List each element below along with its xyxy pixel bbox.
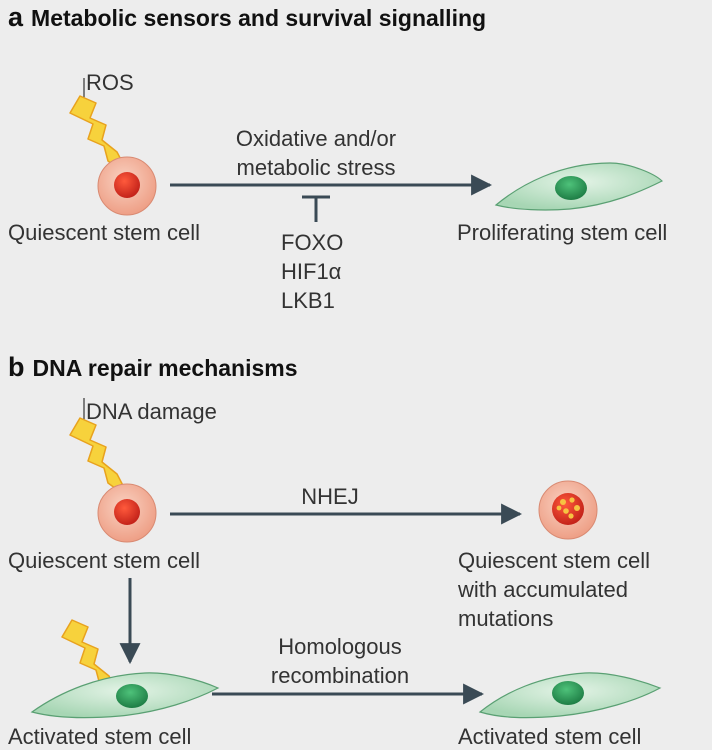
quiescent-cell-label: Quiescent stem cell	[8, 220, 200, 245]
nhej-label: NHEJ	[301, 484, 359, 509]
hr-label-line2: recombination	[270, 663, 410, 688]
inhibitor-hif1a: HIF1α	[281, 259, 342, 284]
inhibitor-lkb1: LKB1	[281, 288, 335, 313]
panel-a-heading: a Metabolic sensors and survival signalli…	[8, 2, 487, 32]
panel-b-letter: b	[8, 352, 25, 382]
mutated-nucleus-icon	[552, 493, 584, 525]
quiescent-nucleus-icon	[114, 172, 140, 198]
inhibitor-foxo: FOXO	[281, 230, 344, 255]
stress-label-line2: metabolic stress	[236, 155, 396, 180]
proliferating-nucleus-icon	[555, 176, 587, 200]
mutated-cell-label-line3: mutations	[458, 606, 554, 631]
quiescent-nucleus-icon	[114, 499, 140, 525]
result-nucleus-icon	[552, 681, 584, 705]
panel-a-letter: a	[8, 2, 24, 32]
panel-b-title: DNA repair mechanisms	[32, 355, 298, 381]
panel-a-title: Metabolic sensors and survival signallin…	[31, 5, 487, 31]
stress-label-line1: Oxidative and/or	[235, 126, 397, 151]
activated-nucleus-icon	[116, 684, 148, 708]
panel-b-heading: b DNA repair mechanisms	[8, 352, 298, 382]
mutated-cell-label-line1: Quiescent stem cell	[458, 548, 650, 573]
proliferating-cell-label: Proliferating stem cell	[457, 220, 668, 245]
mutation-dots-icon	[556, 497, 580, 519]
dna-damage-label: DNA damage	[86, 399, 217, 424]
quiescent-cell-label: Quiescent stem cell	[8, 548, 200, 573]
ros-label: ROS	[86, 70, 134, 95]
mutated-cell-label-line2: with accumulated	[458, 577, 628, 602]
hr-label-line1: Homologous	[278, 634, 402, 659]
activated-cell-label: Activated stem cell	[8, 724, 192, 749]
result-cell-label: Activated stem cell	[458, 724, 642, 749]
